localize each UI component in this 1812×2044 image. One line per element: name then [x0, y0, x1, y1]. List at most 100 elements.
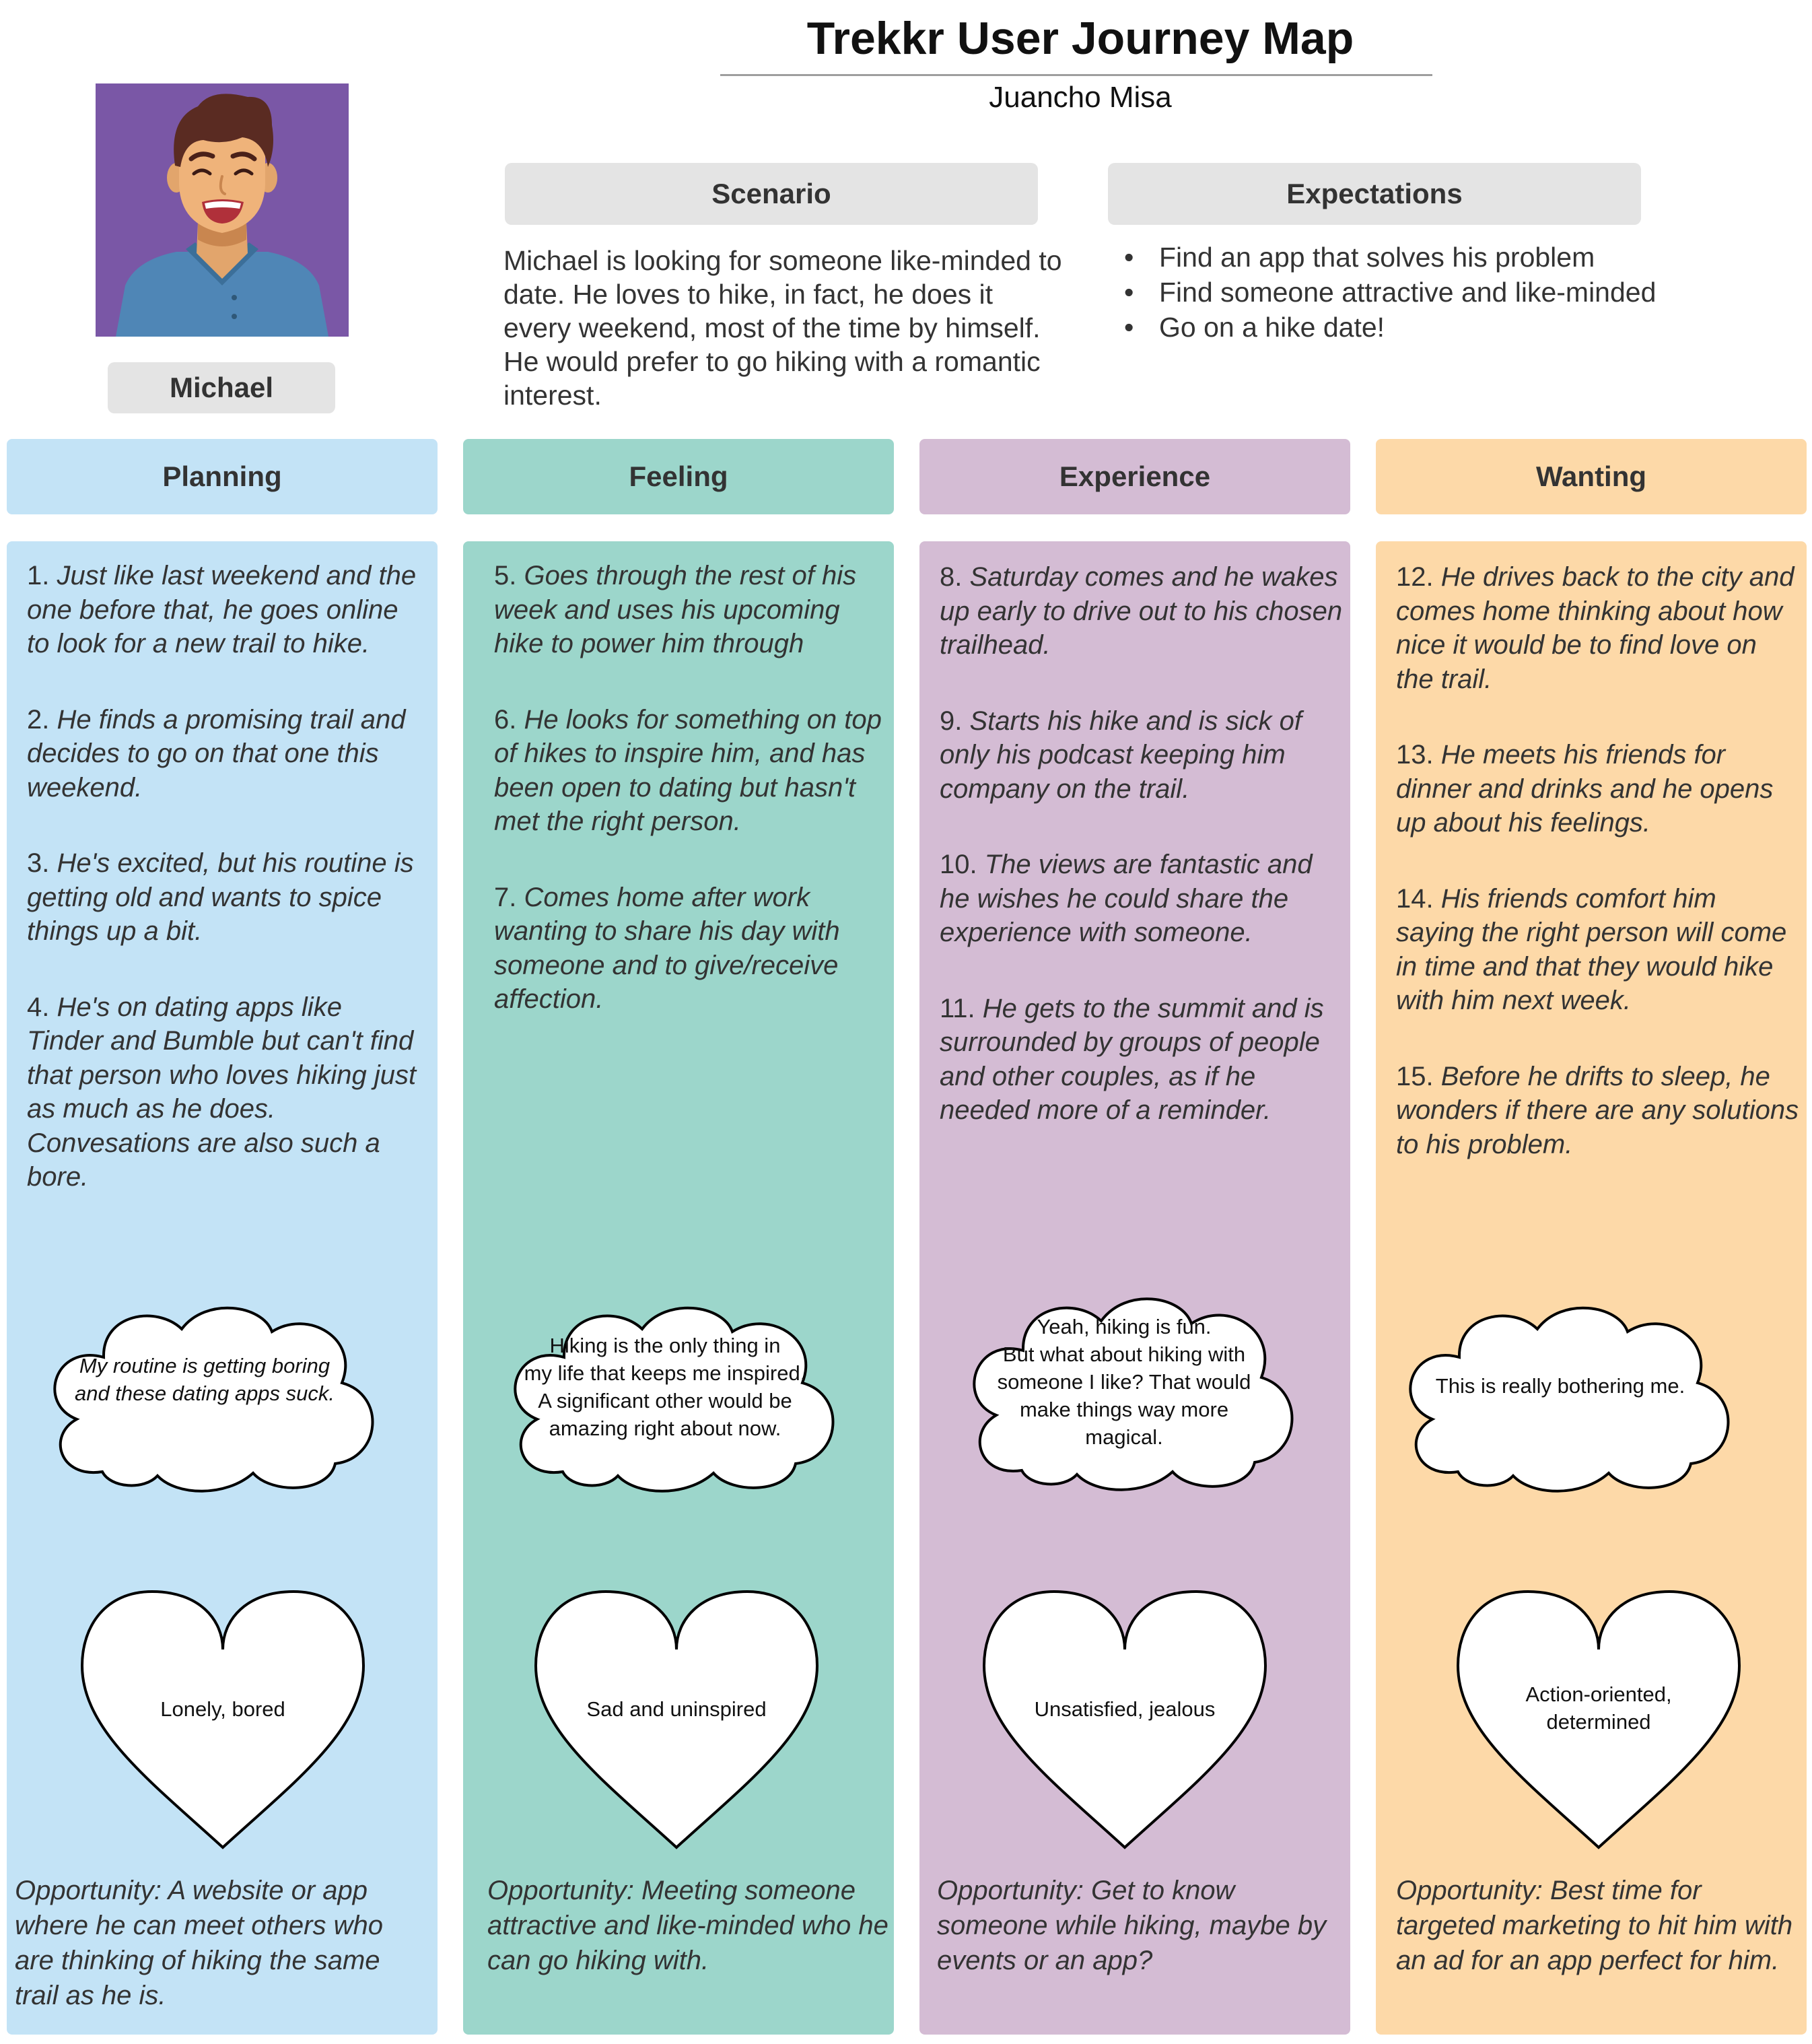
step-text: Before he drifts to sleep, he wonders if… [1396, 1061, 1799, 1159]
journey-step: 11. He gets to the summit and is surroun… [940, 992, 1344, 1128]
thought-text: Yeah, hiking is fun. But what about hiki… [969, 1313, 1279, 1451]
thought-line: my life that keeps me inspired. [524, 1361, 806, 1385]
step-text: He gets to the summit and is surrounded … [940, 993, 1324, 1126]
journey-step: 2. He finds a promising trail and decide… [27, 703, 424, 805]
opportunity-text: Opportunity: A website or app where he c… [15, 1876, 383, 2010]
feeling-text: Action-oriented, determined [1474, 1680, 1723, 1736]
thought-text: This is really bothering me. [1405, 1372, 1715, 1400]
feeling-text: Unsatisfied, jealous [1000, 1695, 1249, 1723]
thought-cloud-icon [514, 1306, 835, 1493]
step-text: Goes through the rest of his week and us… [494, 561, 857, 658]
step-text: His friends comfort him saying the right… [1396, 883, 1787, 1016]
step-list-feeling: 5. Goes through the rest of his week and… [494, 559, 884, 1058]
opportunity-text: Opportunity: Meeting someone attractive … [487, 1876, 888, 1975]
thought-cloud-icon [53, 1306, 374, 1493]
feeling-heart-icon [534, 1590, 819, 1849]
step-number: 11. [940, 993, 975, 1023]
step-text: He's excited, but his routine is getting… [27, 848, 414, 946]
title-divider [720, 74, 1432, 76]
step-text: He looks for something on top of hikes t… [494, 704, 882, 837]
step-number: 10. [940, 850, 977, 879]
journey-step: 7. Comes home after work wanting to shar… [494, 881, 884, 1017]
thought-line: My routine is getting boring [79, 1354, 330, 1377]
step-text: He meets his friends for dinner and drin… [1396, 740, 1774, 838]
page-title: Trekkr User Journey Map [806, 13, 1354, 64]
thought-text: My routine is getting boring and these d… [50, 1352, 359, 1407]
thought-line: A significant other would be [538, 1389, 792, 1412]
thought-line: amazing right about now. [549, 1417, 781, 1440]
step-number: 8. [940, 562, 963, 592]
feeling-text: Lonely, bored [98, 1695, 347, 1723]
feeling-heart-icon [80, 1590, 365, 1849]
thought-line: magical. [1085, 1425, 1163, 1449]
step-text: The views are fantastic and he wishes he… [940, 850, 1313, 947]
step-number: 5. [494, 561, 517, 590]
thought-text: Hiking is the only thing in my life that… [506, 1332, 824, 1442]
thought-line: make things way more [1019, 1398, 1229, 1421]
column-heading-wanting: Wanting [1376, 439, 1807, 514]
opportunity-text: Opportunity: Get to know someone while h… [937, 1876, 1327, 1975]
thought-line: and these dating apps suck. [74, 1382, 335, 1405]
feeling-line: Sad and uninspired [586, 1697, 767, 1721]
thought-line: This is really bothering me. [1435, 1374, 1685, 1398]
expectation-item: Go on a hike date! [1117, 310, 1737, 345]
journey-step: 5. Goes through the rest of his week and… [494, 559, 884, 661]
step-number: 13. [1396, 740, 1434, 770]
feeling-heart-icon [982, 1590, 1267, 1849]
persona-name-badge: Michael [108, 362, 335, 413]
journey-step: 4. He's on dating apps like Tinder and B… [27, 990, 424, 1194]
feeling-line: Lonely, bored [160, 1697, 285, 1721]
step-number: 9. [940, 706, 963, 736]
step-text: He finds a promising trail and decides t… [27, 704, 406, 803]
feeling-line: Action-oriented, [1525, 1682, 1672, 1706]
step-number: 7. [494, 882, 517, 912]
step-list-planning: 1. Just like last weekend and the one be… [27, 559, 424, 1236]
feeling-heart-icon [1456, 1590, 1741, 1849]
journey-step: 3. He's excited, but his routine is gett… [27, 846, 424, 949]
journey-step: 1. Just like last weekend and the one be… [27, 559, 424, 661]
column-heading-feeling: Feeling [463, 439, 894, 514]
opportunity-text: Opportunity: Best time for targeted mark… [1396, 1876, 1793, 1975]
journey-step: 15. Before he drifts to sleep, he wonder… [1396, 1060, 1800, 1162]
expectation-item: Find someone attractive and like-minded [1117, 275, 1737, 310]
column-heading-planning: Planning [7, 439, 438, 514]
step-list-wanting: 12. He drives back to the city and comes… [1396, 560, 1800, 1203]
step-number: 2. [27, 704, 50, 735]
step-number: 12. [1396, 562, 1434, 592]
thought-cloud-icon [973, 1297, 1294, 1491]
step-number: 14. [1396, 883, 1434, 914]
step-number: 6. [494, 704, 517, 735]
journey-step: 8. Saturday comes and he wakes up early … [940, 560, 1344, 662]
persona-illustration-icon [96, 83, 349, 337]
scenario-heading: Scenario [505, 163, 1038, 225]
journey-step: 12. He drives back to the city and comes… [1396, 560, 1800, 696]
step-number: 3. [27, 848, 50, 878]
thought-line: Hiking is the only thing in [549, 1334, 781, 1357]
step-text: Just like last weekend and the one befor… [27, 561, 417, 658]
step-number: 1. [27, 561, 50, 590]
step-text: He drives back to the city and comes hom… [1396, 562, 1794, 694]
thought-line: Yeah, hiking is fun. [1037, 1315, 1212, 1338]
step-text: He's on dating apps like Tinder and Bumb… [27, 992, 417, 1192]
thought-line: someone I like? That would [997, 1370, 1251, 1394]
scenario-text: Michael is looking for someone like-mind… [503, 245, 1062, 411]
column-heading-experience: Experience [919, 439, 1350, 514]
expectations-heading: Expectations [1108, 163, 1641, 225]
journey-step: 10. The views are fantastic and he wishe… [940, 848, 1344, 950]
step-text: Comes home after work wanting to share h… [494, 882, 840, 1015]
step-list-experience: 8. Saturday comes and he wakes up early … [940, 560, 1344, 1169]
step-number: 4. [27, 992, 50, 1022]
feeling-text: Sad and uninspired [552, 1695, 801, 1723]
journey-step: 6. He looks for something on top of hike… [494, 703, 884, 839]
step-text: Starts his hike and is sick of only his … [940, 706, 1302, 804]
step-number: 15. [1396, 1061, 1434, 1091]
thought-line: But what about hiking with [1002, 1342, 1246, 1366]
journey-step: 9. Starts his hike and is sick of only h… [940, 704, 1344, 807]
persona-avatar [96, 83, 349, 337]
thought-cloud-icon [1409, 1306, 1730, 1493]
expectation-item: Find an app that solves his problem [1117, 240, 1737, 275]
step-text: Saturday comes and he wakes up early to … [940, 562, 1343, 660]
journey-step: 13. He meets his friends for dinner and … [1396, 738, 1800, 840]
author-name: Juancho Misa [989, 81, 1172, 114]
feeling-line: determined [1546, 1710, 1651, 1734]
